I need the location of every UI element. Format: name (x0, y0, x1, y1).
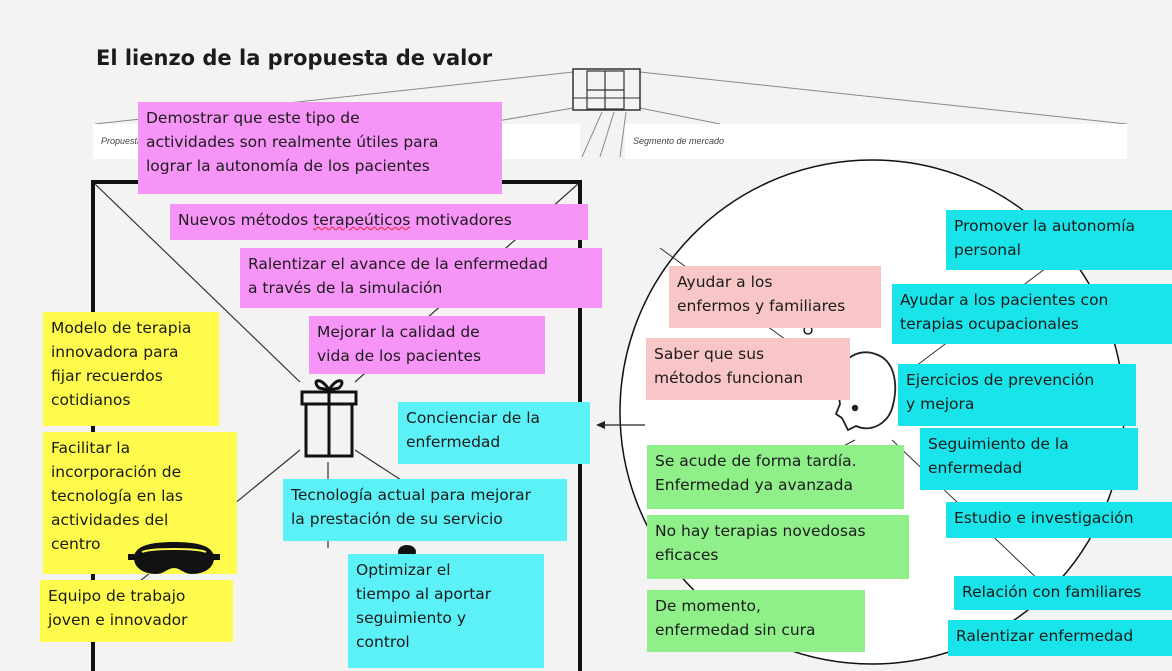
note-ralentizar-enfermedad: Ralentizar enfermedad (948, 620, 1172, 656)
note-seguimiento-enfermedad: Seguimiento de la enfermedad (920, 428, 1138, 490)
vr-headset-icon (128, 542, 220, 574)
note-relacion-familiares: Relación con familiares (954, 576, 1172, 610)
note-equipo-trabajo: Equipo de trabajo joven e innovador (40, 580, 233, 642)
note-saber-metodos: Saber que sus métodos funcionan (646, 338, 850, 400)
note-tecnologia-actual: Tecnología actual para mejorar la presta… (283, 479, 567, 541)
label-segmento: Segmento de mercado (625, 124, 1127, 159)
note-ralentizar-avance: Ralentizar el avance de la enfermedad a … (240, 248, 602, 308)
note-modelo-terapia: Modelo de terapia innovadora para fijar … (43, 312, 219, 426)
note-ejercicios-prevencion: Ejercicios de prevención y mejora (898, 364, 1136, 426)
page-title: El lienzo de la propuesta de valor (96, 46, 493, 70)
note-ayudar-enfermos: Ayudar a los enfermos y familiares (669, 266, 881, 328)
note-demostrar-utilidad: Demostrar que este tipo de actividades s… (138, 102, 502, 194)
note-optimizar-tiempo: Optimizar el tiempo al aportar seguimien… (348, 554, 544, 668)
gift-icon (300, 379, 358, 458)
face-icon (834, 351, 897, 432)
note-estudio-investigacion: Estudio e investigación (946, 502, 1172, 538)
canvas-logo-icon (572, 68, 641, 111)
note-de-momento: De momento, enfermedad sin cura (647, 590, 865, 652)
note-promover-autonomia: Promover la autonomía personal (946, 210, 1172, 270)
note-mejorar-calidad: Mejorar la calidad de vida de los pacien… (309, 316, 545, 374)
note-se-acude-tarde: Se acude de forma tardía. Enfermedad ya … (647, 445, 904, 509)
note-nuevos-metodos: Nuevos métodos terapeúticos motivadores (170, 204, 588, 240)
note-ayudar-pacientes: Ayudar a los pacientes con terapias ocup… (892, 284, 1172, 344)
note-concienciar: Concienciar de la enfermedad (398, 402, 590, 464)
note-no-hay-terapias: No hay terapias novedosas eficaces (647, 515, 909, 579)
